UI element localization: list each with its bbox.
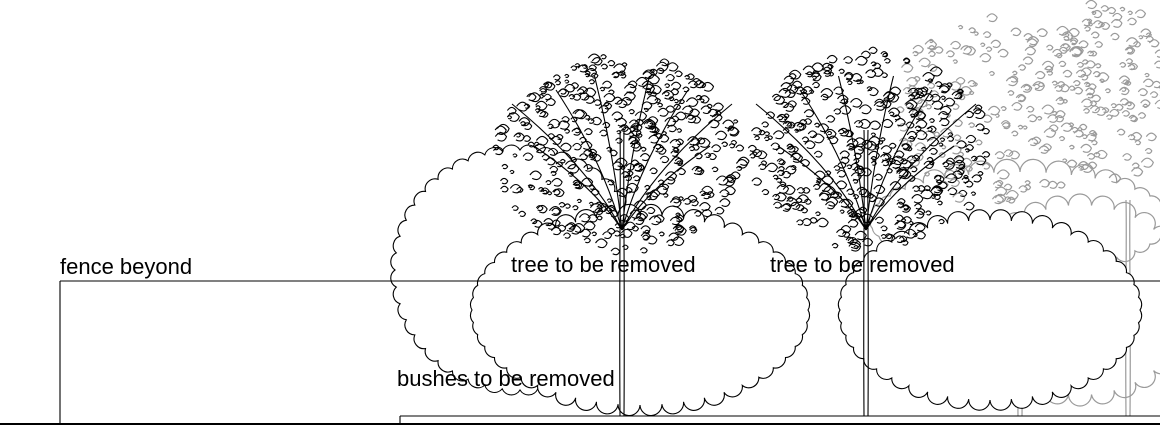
fence-beyond	[59, 280, 1160, 424]
tree-1-label: tree to be removed	[511, 252, 696, 277]
tree-2-label: tree to be removed	[770, 252, 955, 277]
bushes-to-be-removed	[390, 144, 1143, 417]
trees-to-be-removed	[492, 46, 991, 417]
bushes-label: bushes to be removed	[397, 366, 615, 391]
background-trees-grey	[869, 0, 1160, 417]
fence-beyond-label: fence beyond	[60, 254, 193, 279]
